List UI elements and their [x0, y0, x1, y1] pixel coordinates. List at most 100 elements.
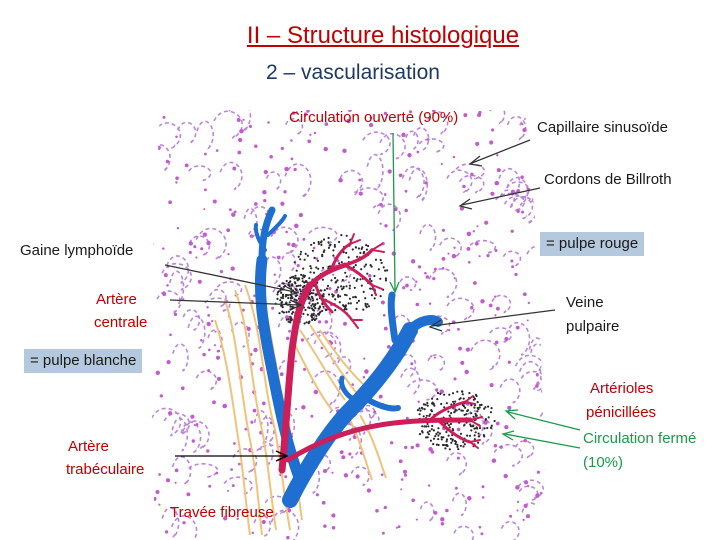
lymphocyte-dot — [477, 441, 480, 444]
lymphocyte-dot — [474, 393, 478, 396]
label-pulpe-blanche: = pulpe blanche — [24, 349, 143, 373]
lymphocyte-dot — [384, 277, 387, 280]
sinusoid-loop — [337, 356, 352, 375]
lymphocyte-dot — [291, 312, 294, 315]
lymphocyte-dot — [434, 435, 437, 438]
lymphocyte-dot — [484, 418, 487, 421]
pulp-cell — [355, 474, 360, 479]
pulp-cell — [339, 450, 343, 454]
pulp-cell — [206, 449, 210, 453]
pulp-cell — [426, 138, 430, 141]
pulp-cell — [206, 240, 211, 246]
pulp-cell — [341, 455, 346, 460]
pulp-cell — [150, 215, 152, 219]
lymphocyte-dot — [332, 254, 335, 257]
pulp-cell — [398, 459, 403, 464]
lymphocyte-dot — [426, 431, 429, 434]
lymphocyte-dot — [297, 255, 300, 258]
lymphocyte-dot — [476, 406, 479, 410]
lymphocyte-dot — [445, 430, 448, 434]
pulp-cell — [324, 122, 329, 126]
lymphocyte-dot — [465, 413, 468, 416]
sinusoid-loop — [153, 122, 182, 149]
pulp-cell — [418, 288, 422, 291]
lymphocyte-dot — [342, 285, 345, 288]
lymphocyte-dot — [472, 415, 475, 418]
lymphocyte-dot — [461, 409, 464, 412]
pulp-cell — [542, 198, 545, 202]
pulp-cell — [440, 521, 445, 526]
sinusoid-loop — [349, 405, 372, 435]
lymphocyte-dot — [448, 414, 451, 417]
pulp-cell — [382, 313, 386, 317]
lymphocyte-dot — [432, 403, 435, 406]
sinusoid-loop — [544, 348, 545, 379]
pulp-cell — [347, 281, 350, 284]
pulp-cell — [522, 292, 527, 297]
pulp-cell — [542, 411, 545, 415]
pulp-cell — [380, 300, 385, 305]
pulp-cell — [191, 439, 195, 443]
sinusoid-loop — [311, 370, 341, 406]
pulp-cell — [212, 199, 217, 204]
lymphocyte-dot — [287, 318, 290, 321]
label-artere-centrale-line1: Artère — [96, 291, 137, 308]
pulp-cell — [203, 188, 207, 192]
pulp-cell — [158, 473, 161, 476]
pulp-cell — [430, 355, 433, 358]
lymphocyte-dot — [345, 308, 348, 311]
lymphocyte-dot — [366, 272, 369, 275]
pulp-cell — [462, 184, 466, 189]
pulp-cell — [253, 347, 258, 353]
lymphocyte-dot — [476, 401, 479, 404]
lymphocyte-dot — [446, 422, 449, 425]
pulp-cell — [401, 132, 406, 138]
pulp-cell — [301, 405, 306, 410]
pulp-cell — [215, 355, 221, 360]
lymphocyte-dot — [280, 296, 283, 299]
pulp-cell — [303, 367, 306, 371]
pulp-cell — [294, 407, 298, 411]
pulp-cell — [169, 333, 172, 337]
lymphocyte-dot — [316, 298, 319, 301]
lymphocyte-dot — [294, 274, 297, 277]
lymphocyte-dot — [466, 409, 469, 413]
pulp-cell — [480, 532, 484, 536]
pulp-cell — [251, 531, 255, 535]
lymphocyte-dot — [324, 308, 327, 312]
lymphocyte-dot — [421, 407, 424, 410]
lymphocyte-dot — [462, 445, 465, 448]
lymphocyte-dot — [430, 410, 433, 413]
pulp-cell — [483, 420, 488, 425]
sinusoid-loop — [506, 115, 527, 141]
pulp-cell — [440, 517, 445, 522]
pulp-cell — [313, 131, 317, 135]
sinusoid-loop — [493, 443, 524, 467]
sinusoid-loop — [514, 440, 535, 459]
pulp-cell — [544, 468, 545, 472]
lymphocyte-dot — [340, 234, 343, 237]
sinusoid-loop — [500, 520, 520, 540]
lymphocyte-dot — [276, 291, 279, 294]
pulp-cell — [454, 486, 458, 490]
lymphocyte-dot — [453, 439, 457, 443]
pulp-cell — [475, 141, 480, 146]
pulp-cell — [261, 401, 266, 406]
lymphocyte-dot — [336, 279, 339, 282]
lymphocyte-dot — [322, 250, 325, 254]
pulp-cell — [375, 508, 379, 513]
lymphocyte-dot — [340, 261, 343, 264]
pulp-veins — [253, 206, 443, 508]
lymphocyte-dot — [345, 234, 348, 237]
lymphocyte-dot — [312, 305, 316, 308]
pulp-cell — [195, 256, 198, 259]
label-arterioles-line2: pénicillées — [586, 404, 657, 421]
lymphocyte-dot — [351, 248, 354, 251]
pulp-cell — [411, 498, 416, 503]
sinusoid-loop — [188, 165, 212, 182]
sinusoid-loop — [547, 497, 559, 526]
pulp-cell — [248, 124, 252, 128]
pulp-cell — [535, 373, 539, 376]
pulp-cell — [481, 485, 485, 489]
lymphocyte-dot — [447, 424, 450, 427]
